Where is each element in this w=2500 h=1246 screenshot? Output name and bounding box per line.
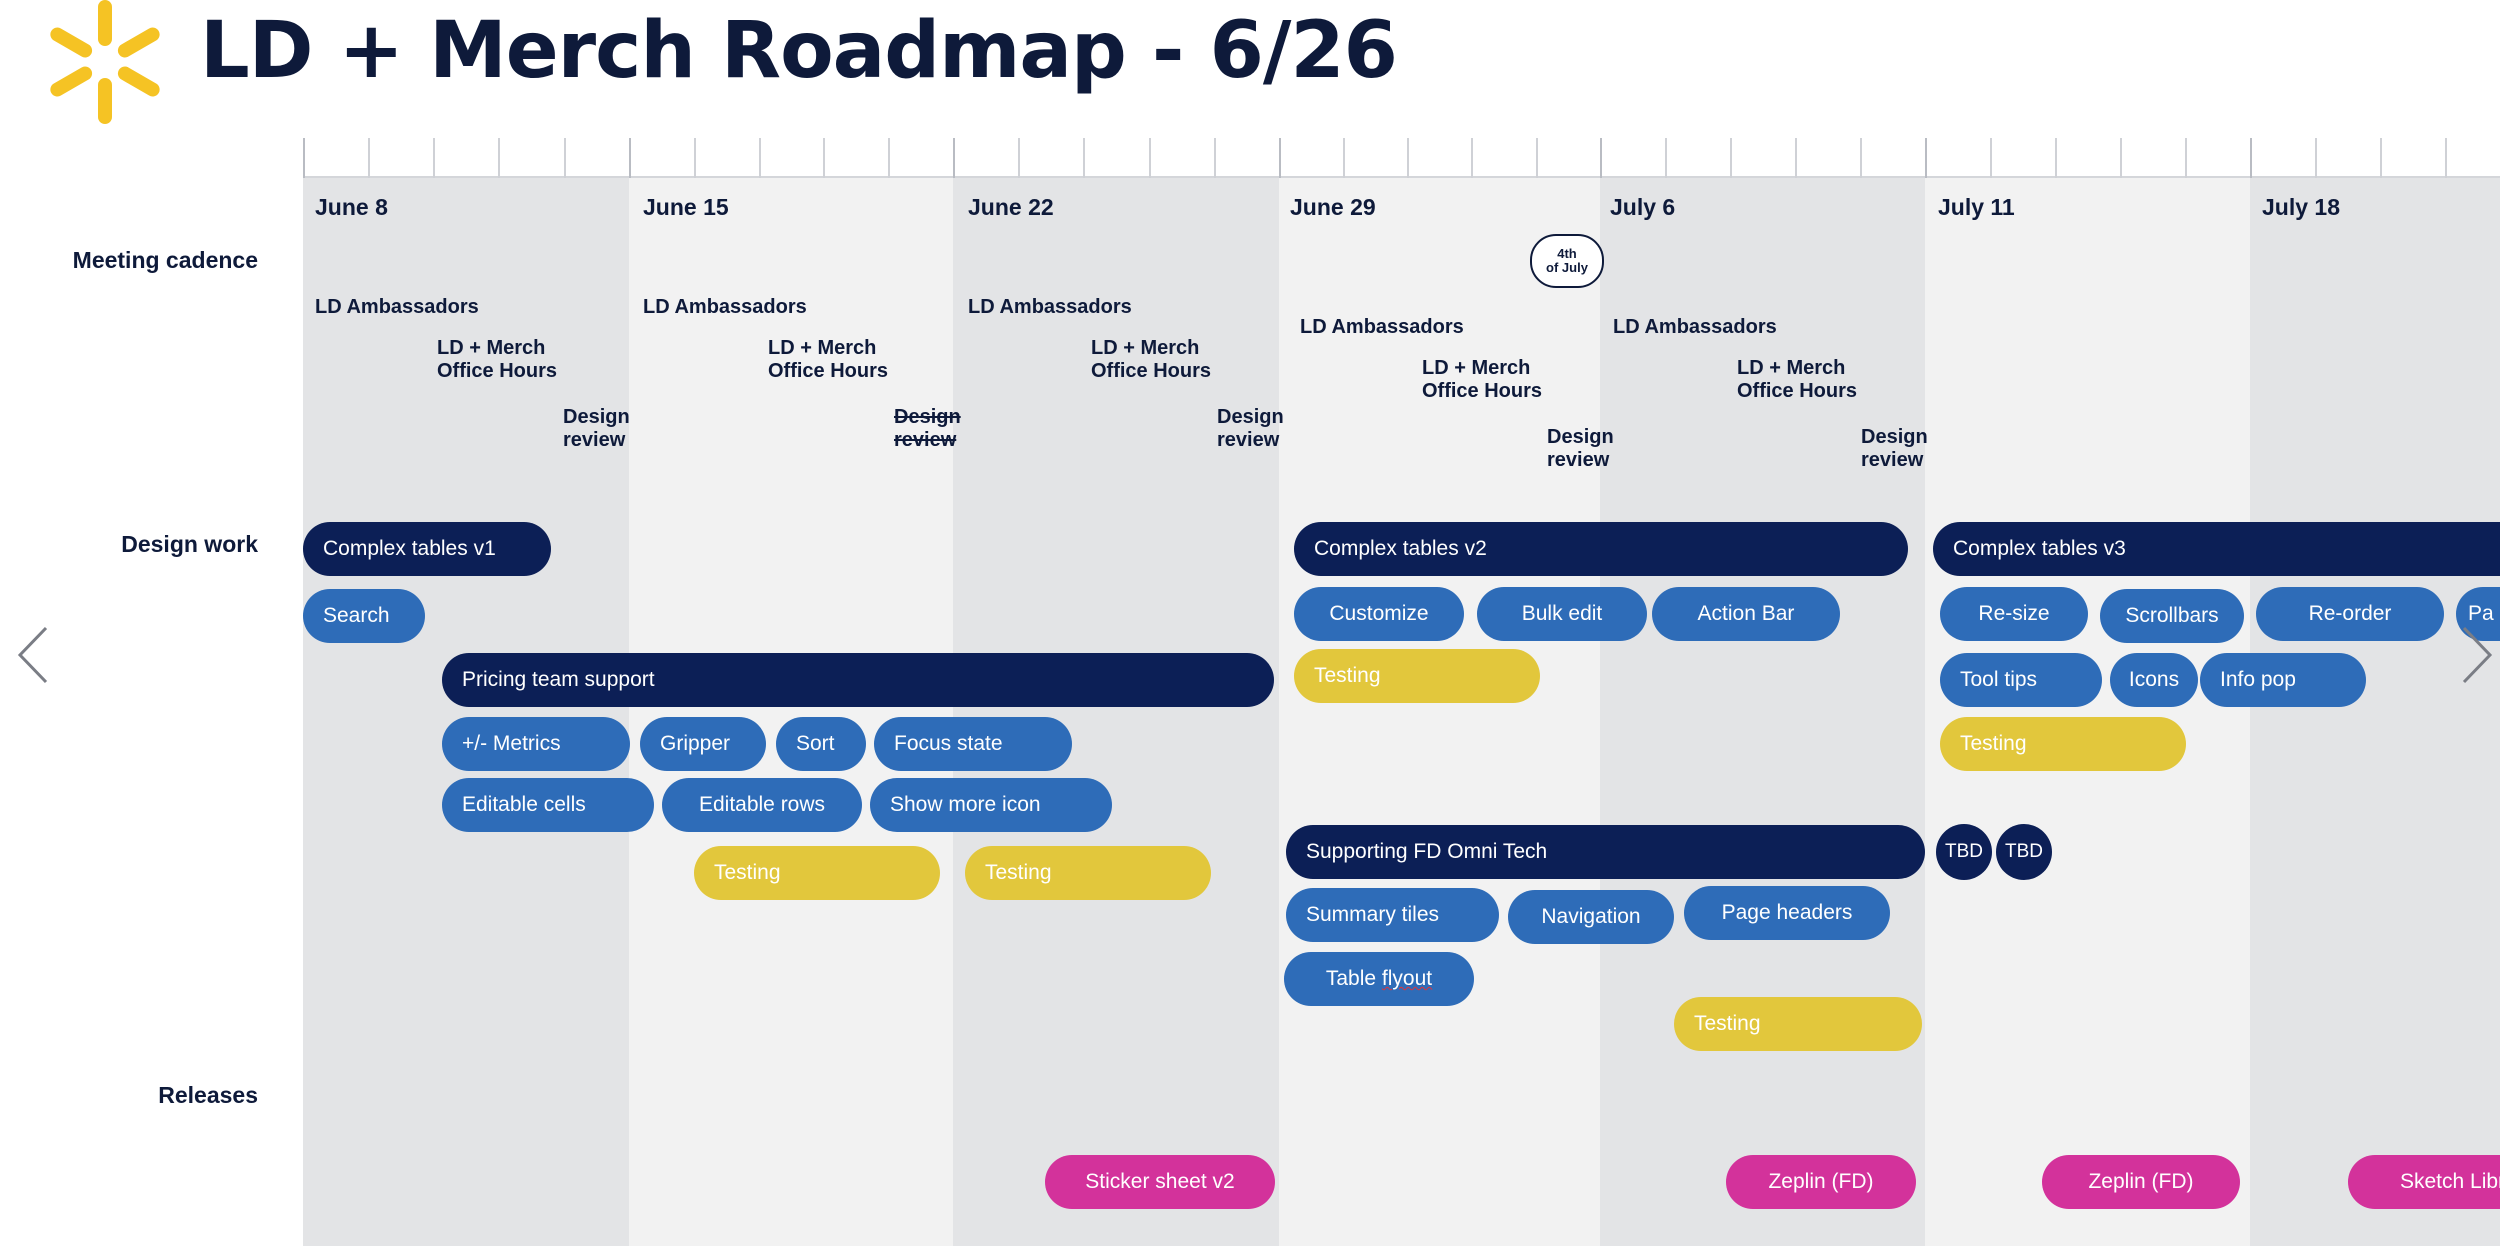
task-table-flyout[interactable]: Table flyout — [1284, 952, 1474, 1006]
task-show-more-icon[interactable]: Show more icon — [870, 778, 1112, 832]
week-column-june-29 — [1279, 178, 1600, 1246]
task-action-bar[interactable]: Action Bar — [1652, 587, 1840, 641]
task-bulk-edit[interactable]: Bulk edit — [1477, 587, 1647, 641]
week-label-july-11: July 11 — [1938, 194, 2015, 220]
task-testing[interactable]: Testing — [965, 846, 1211, 900]
week-column-june-22 — [953, 178, 1279, 1246]
task-metrics[interactable]: +/- Metrics — [442, 717, 630, 771]
task-navigation[interactable]: Navigation — [1508, 890, 1674, 944]
holiday-badge-4th-of-july: 4th of July — [1530, 234, 1604, 288]
task-sort[interactable]: Sort — [776, 717, 866, 771]
task-testing[interactable]: Testing — [694, 846, 940, 900]
release-sketch-library-truncated[interactable]: Sketch Libr — [2348, 1155, 2500, 1209]
spark-logo-icon — [50, 0, 160, 124]
meeting-office-hours: LD + Merch Office Hours — [437, 337, 558, 382]
task-page-headers[interactable]: Page headers — [1684, 886, 1890, 940]
meeting-office-hours: LD + Merch Office Hours — [1091, 337, 1212, 382]
release-sticker-sheet-v2[interactable]: Sticker sheet v2 — [1045, 1155, 1275, 1209]
meeting-design-review: Design review — [563, 406, 630, 451]
epic-complex-tables-v3[interactable]: Complex tables v3 — [1933, 522, 2500, 576]
week-label-july-6: July 6 — [1610, 194, 1676, 220]
task-testing[interactable]: Testing — [1940, 717, 2186, 771]
tbd-badge[interactable]: TBD — [1996, 824, 2052, 880]
task-table-flyout-label: Table — [1325, 967, 1382, 990]
task-pa-truncated[interactable]: Pa — [2456, 587, 2500, 641]
epic-complex-tables-v1[interactable]: Complex tables v1 — [303, 522, 551, 576]
task-info-pop[interactable]: Info pop — [2200, 653, 2366, 707]
epic-supporting-fd-omni-tech[interactable]: Supporting FD Omni Tech — [1286, 825, 1925, 879]
task-editable-cells[interactable]: Editable cells — [442, 778, 654, 832]
task-search[interactable]: Search — [303, 589, 425, 643]
task-icons[interactable]: Icons — [2110, 653, 2198, 707]
meeting-design-review: Design review — [1217, 406, 1284, 451]
task-table-flyout-label-misspelled: flyout — [1381, 967, 1433, 990]
row-label-design-work: Design work — [121, 531, 258, 557]
task-gripper[interactable]: Gripper — [640, 717, 766, 771]
meeting-ld-ambassadors: LD Ambassadors — [643, 296, 807, 318]
task-customize[interactable]: Customize — [1294, 587, 1464, 641]
week-column-june-8 — [303, 178, 629, 1246]
chevron-right-icon[interactable] — [2456, 620, 2496, 690]
meeting-design-review: Design review — [1861, 426, 1928, 471]
task-editable-rows[interactable]: Editable rows — [662, 778, 862, 832]
week-column-june-15 — [629, 178, 953, 1246]
meeting-ld-ambassadors: LD Ambassadors — [968, 296, 1132, 318]
epic-complex-tables-v2[interactable]: Complex tables v2 — [1294, 522, 1908, 576]
week-label-july-18: July 18 — [2262, 194, 2340, 220]
task-tool-tips[interactable]: Tool tips — [1940, 653, 2102, 707]
timeline-ruler-line — [303, 176, 2500, 178]
week-label-june-15: June 15 — [643, 194, 729, 220]
row-label-releases: Releases — [158, 1082, 258, 1108]
task-re-size[interactable]: Re-size — [1940, 587, 2088, 641]
meeting-design-review-cancelled: Design review — [894, 406, 961, 451]
meeting-ld-ambassadors: LD Ambassadors — [1300, 316, 1464, 338]
tbd-badge[interactable]: TBD — [1936, 824, 1992, 880]
meeting-office-hours: LD + Merch Office Hours — [1422, 357, 1543, 402]
release-zeplin-fd[interactable]: Zeplin (FD) — [1726, 1155, 1916, 1209]
task-scrollbars[interactable]: Scrollbars — [2100, 589, 2244, 643]
task-re-order[interactable]: Re-order — [2256, 587, 2444, 641]
chevron-left-icon[interactable] — [14, 620, 54, 690]
task-testing[interactable]: Testing — [1294, 649, 1540, 703]
task-focus-state[interactable]: Focus state — [874, 717, 1072, 771]
meeting-office-hours: LD + Merch Office Hours — [768, 337, 889, 382]
release-zeplin-fd[interactable]: Zeplin (FD) — [2042, 1155, 2240, 1209]
week-column-july-6 — [1600, 178, 1925, 1246]
row-label-meeting-cadence: Meeting cadence — [72, 247, 258, 273]
meeting-office-hours: LD + Merch Office Hours — [1737, 357, 1858, 402]
week-column-july-18 — [2250, 178, 2500, 1246]
meeting-ld-ambassadors: LD Ambassadors — [1613, 316, 1777, 338]
meeting-ld-ambassadors: LD Ambassadors — [315, 296, 479, 318]
week-label-june-8: June 8 — [315, 194, 388, 220]
task-testing[interactable]: Testing — [1674, 997, 1922, 1051]
week-label-june-29: June 29 — [1290, 194, 1376, 220]
page-title: LD + Merch Roadmap - 6/26 — [200, 6, 1398, 96]
epic-pricing-team-support[interactable]: Pricing team support — [442, 653, 1274, 707]
week-label-june-22: June 22 — [968, 194, 1054, 220]
task-summary-tiles[interactable]: Summary tiles — [1286, 888, 1499, 942]
meeting-design-review: Design review — [1547, 426, 1614, 471]
week-column-july-11 — [1925, 178, 2250, 1246]
